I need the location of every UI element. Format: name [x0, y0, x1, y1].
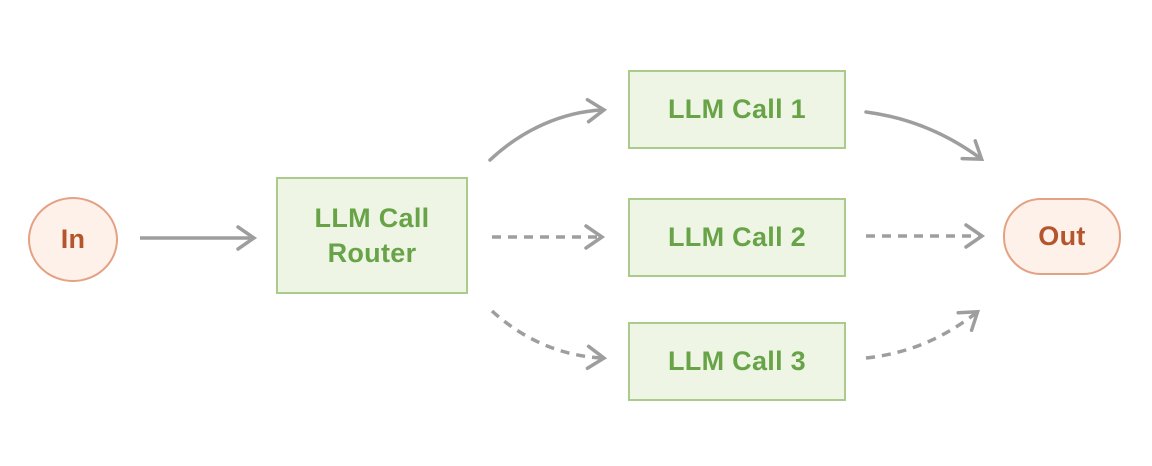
node-out: Out	[1003, 198, 1121, 275]
node-in-label: In	[60, 224, 86, 254]
node-llm-call-1: LLM Call 1	[628, 70, 846, 149]
node-call3-label: LLM Call 3	[667, 346, 806, 376]
edge-call3-to-out	[865, 309, 981, 360]
node-llm-call-router: LLM Call Router	[276, 177, 468, 294]
edge-router-to-call1	[488, 97, 608, 162]
node-call2-label: LLM Call 2	[667, 222, 806, 252]
node-llm-call-2: LLM Call 2	[628, 198, 846, 277]
node-in: In	[28, 197, 118, 282]
node-call1-label: LLM Call 1	[667, 94, 806, 124]
node-router-label: LLM Call Router	[314, 202, 430, 268]
node-out-label: Out	[1038, 221, 1086, 251]
edge-router-to-call3	[490, 309, 608, 371]
node-llm-call-3: LLM Call 3	[628, 322, 846, 401]
edge-call1-to-out	[864, 110, 985, 162]
